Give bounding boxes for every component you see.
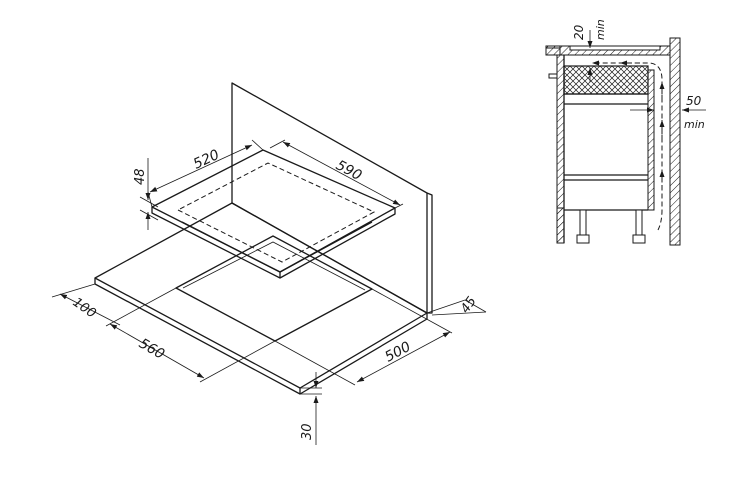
- section-airflow: [592, 60, 663, 231]
- back-wall: [231, 82, 428, 314]
- section-cabinet-right: [647, 69, 655, 211]
- dim-hob-height-label: 48: [133, 168, 148, 185]
- section-leg-left: [579, 209, 587, 236]
- dim-cutout-depth: 500: [274, 288, 453, 386]
- section-wall: [669, 37, 681, 246]
- isometric-view: 520 590 48 100 560: [51, 82, 487, 445]
- hob-plate-side-right: [279, 208, 396, 279]
- section-hob-top: [569, 45, 661, 51]
- dim-top-gap-unit: min: [594, 19, 607, 40]
- dim-top-gap: 20 min: [572, 19, 607, 82]
- dim-hob-width-label: 520: [191, 147, 222, 173]
- dim-hob-depth-label: 590: [333, 157, 364, 184]
- cutout-inner-edge: [182, 241, 366, 291]
- dim-worktop-thickness: 30: [300, 372, 322, 445]
- dim-wall-gap: 45: [426, 294, 487, 316]
- dim-worktop-thickness-label: 30: [300, 423, 315, 440]
- dim-cutout-width-label: 560: [136, 336, 167, 363]
- dim-hob-width: 520: [147, 139, 264, 208]
- dim-side-gap-label: 50: [686, 94, 702, 108]
- hob-body: [181, 221, 373, 273]
- section-leg-right: [635, 209, 643, 236]
- dim-front-offset-label: 100: [70, 295, 99, 322]
- dim-top-gap-label: 20: [572, 24, 586, 40]
- dim-side-gap-unit: min: [684, 118, 705, 131]
- dim-front-offset: 100: [51, 283, 121, 326]
- worktop-front-edge: [94, 278, 301, 395]
- section-view: 20 min 50 min: [545, 19, 706, 246]
- dim-side-gap: 50 min: [630, 94, 706, 131]
- dim-wall-gap-label: 45: [458, 294, 480, 316]
- dim-hob-height: 48: [133, 158, 159, 230]
- worktop: [94, 202, 428, 389]
- dim-hob-depth: 590: [269, 139, 404, 209]
- section-hob-body: [563, 65, 649, 95]
- back-wall-edge: [426, 192, 433, 314]
- hob-plate-side: [151, 207, 281, 279]
- worktop-cutout: [175, 235, 373, 342]
